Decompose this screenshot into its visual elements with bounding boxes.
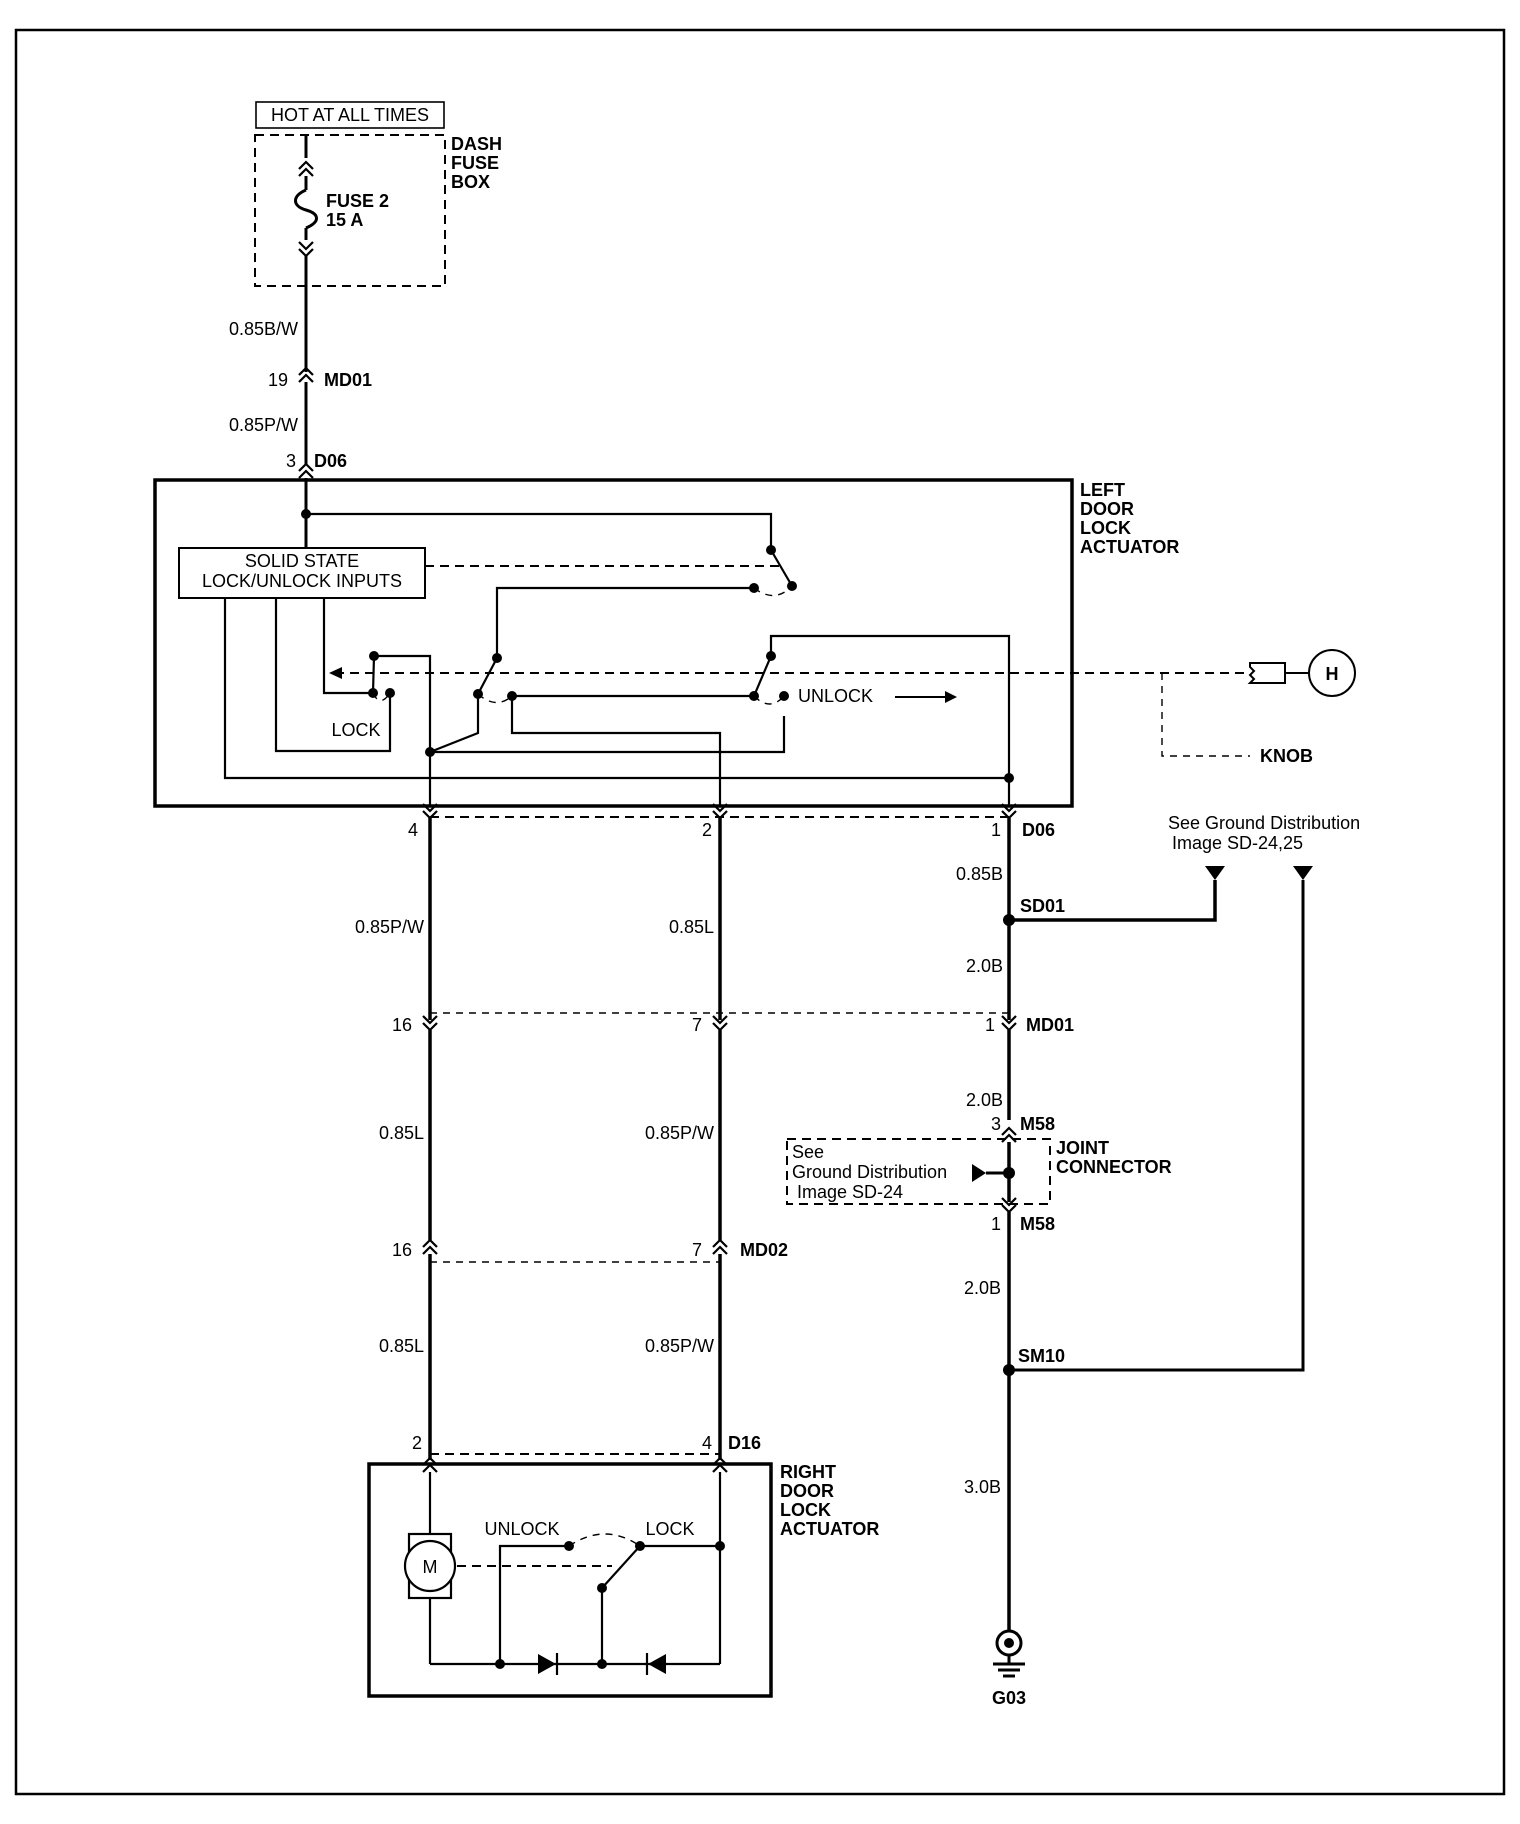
motor-icon <box>403 1532 457 1600</box>
solid-state-inputs-box <box>178 547 426 599</box>
dash-fuse-box-title-2: FUSE <box>451 153 499 173</box>
motor-label: M <box>423 1557 438 1577</box>
joint-connector-box <box>786 1138 1051 1205</box>
right-unlock-label: UNLOCK <box>484 1519 559 1539</box>
md01-pin-7: 7 <box>692 1015 702 1035</box>
key-glyph: H <box>1326 664 1339 684</box>
joint-ref-2: Ground Distribution <box>792 1162 947 1182</box>
wire-label-a3: 0.85L <box>379 1336 424 1356</box>
knob-label: KNOB <box>1260 746 1313 766</box>
diode-left-icon <box>538 1653 559 1675</box>
sd01-label: SD01 <box>1020 896 1065 916</box>
md02-pin-16: 16 <box>392 1240 412 1260</box>
solid-state-label-2: LOCK/UNLOCK INPUTS <box>202 571 402 591</box>
right-actuator-title-2: DOOR <box>780 1481 834 1501</box>
right-actuator-title-3: LOCK <box>780 1500 831 1520</box>
m58-bottom-pin: 1 <box>991 1214 1001 1234</box>
fuse-2-rating: 15 A <box>326 210 363 230</box>
solid-state-label-1: SOLID STATE <box>245 551 359 571</box>
joint-title-1: JOINT <box>1056 1138 1109 1158</box>
right-lock-label: LOCK <box>645 1519 694 1539</box>
joint-ref-1: See <box>792 1142 824 1162</box>
right-actuator-title-1: RIGHT <box>780 1462 836 1482</box>
left-lock-label: LOCK <box>331 720 380 740</box>
wire-label-c1: 0.85B <box>956 864 1003 884</box>
right-door-lock-actuator <box>367 1462 773 1698</box>
md02-pin-7: 7 <box>692 1240 702 1260</box>
d06-pin-4: 4 <box>408 820 418 840</box>
wire-label-b2: 0.85P/W <box>645 1123 714 1143</box>
left-actuator-title-4: ACTUATOR <box>1080 537 1179 557</box>
left-unlock-label: UNLOCK <box>798 686 873 706</box>
dash-fuse-box-title-1: DASH <box>451 134 502 154</box>
wire-label-c2: 2.0B <box>966 956 1003 976</box>
md01-top-pin: 19 <box>268 370 288 390</box>
ground-ref-1: See Ground Distribution <box>1168 813 1360 833</box>
m58-bottom-name: M58 <box>1020 1214 1055 1234</box>
left-actuator-title-2: DOOR <box>1080 499 1134 519</box>
wire-label-fuse: 0.85B/W <box>229 319 298 339</box>
d06-name: D06 <box>1022 820 1055 840</box>
md01-pin-16: 16 <box>392 1015 412 1035</box>
d16-pin-4: 4 <box>702 1433 712 1453</box>
d16-name: D16 <box>728 1433 761 1453</box>
joint-title-2: CONNECTOR <box>1056 1157 1172 1177</box>
m58-top-pin: 3 <box>991 1114 1001 1134</box>
md01-top-name: MD01 <box>324 370 372 390</box>
fuse-2-symbol <box>294 188 318 230</box>
wire-label-c5: 3.0B <box>964 1477 1001 1497</box>
left-actuator-title-3: LOCK <box>1080 518 1131 538</box>
md01-pin-1: 1 <box>985 1015 995 1035</box>
left-door-lock-actuator <box>153 478 1074 808</box>
d06-top-name: D06 <box>314 451 347 471</box>
dash-fuse-box <box>254 134 446 287</box>
md02-name: MD02 <box>740 1240 788 1260</box>
ground-g03-label: G03 <box>992 1688 1026 1708</box>
wire-label-b1: 0.85L <box>669 917 714 937</box>
d06-top-pin: 3 <box>286 451 296 471</box>
d06-pin-1: 1 <box>991 820 1001 840</box>
d06-pin-2: 2 <box>702 820 712 840</box>
wire-label-md01-d06: 0.85P/W <box>229 415 298 435</box>
door-key-icon <box>1247 649 1356 697</box>
m58-top-name: M58 <box>1020 1114 1055 1134</box>
wire-label-a2: 0.85L <box>379 1123 424 1143</box>
fuse-2-label: FUSE 2 <box>326 191 389 211</box>
ground-g03-icon <box>993 1629 1025 1678</box>
wire-label-a1: 0.85P/W <box>355 917 424 937</box>
page-frame <box>14 28 1506 1796</box>
hot-at-all-times-box <box>255 101 445 129</box>
joint-ref-3: Image SD-24 <box>797 1182 903 1202</box>
diode-right-icon <box>645 1653 666 1675</box>
md01-name: MD01 <box>1026 1015 1074 1035</box>
wire-label-b3: 0.85P/W <box>645 1336 714 1356</box>
d16-pin-2: 2 <box>412 1433 422 1453</box>
wire-label-c3: 2.0B <box>966 1090 1003 1110</box>
left-actuator-title-1: LEFT <box>1080 480 1125 500</box>
right-actuator-title-4: ACTUATOR <box>780 1519 879 1539</box>
wire-label-c4: 2.0B <box>964 1278 1001 1298</box>
ground-ref-2: Image SD-24,25 <box>1172 833 1303 853</box>
sm10-label: SM10 <box>1018 1346 1065 1366</box>
hot-at-all-times-label: HOT AT ALL TIMES <box>271 105 429 125</box>
dash-fuse-box-title-3: BOX <box>451 172 490 192</box>
